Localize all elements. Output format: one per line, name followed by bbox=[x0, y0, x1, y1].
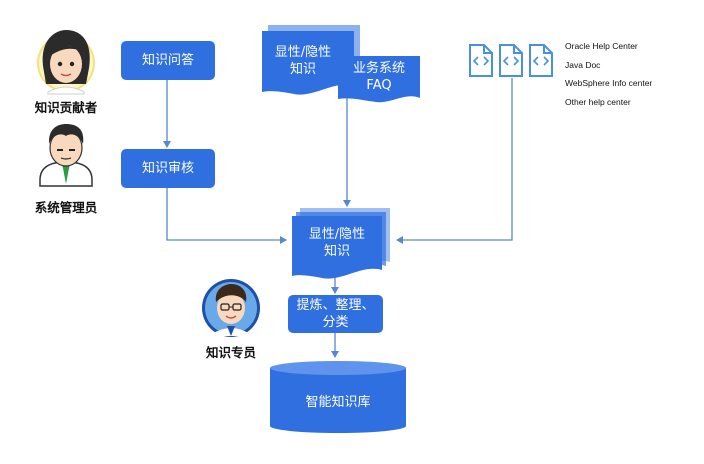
database-cylinder bbox=[270, 361, 406, 433]
specialist-label: 知识专员 bbox=[205, 345, 256, 360]
document-faq bbox=[338, 56, 420, 103]
source-item: Java Doc bbox=[565, 59, 601, 70]
faq-label: 业务系统 FAQ bbox=[352, 61, 405, 93]
specialist-avatar-icon bbox=[202, 279, 260, 337]
contributor-label: 知识贡献者 bbox=[34, 100, 98, 115]
knowledge-middle-label: 显性/隐性 知识 bbox=[308, 227, 366, 259]
database-label: 智能知识库 bbox=[305, 395, 371, 410]
knowledge-top-label: 显性/隐性 知识 bbox=[274, 45, 332, 77]
arrow-review-to-knowledge bbox=[166, 188, 287, 244]
arrow-sources-to-knowledge bbox=[396, 78, 513, 244]
external-sources-list: Oracle Help Center Java Doc WebSphere In… bbox=[565, 40, 652, 114]
code-file-icon bbox=[529, 44, 553, 77]
contributor-avatar-icon bbox=[37, 30, 95, 95]
qa-box: 知识问答 bbox=[121, 41, 215, 80]
admin-avatar-icon bbox=[39, 124, 93, 187]
document-stack-top bbox=[262, 25, 360, 95]
document-stack-middle bbox=[292, 208, 390, 279]
source-item: WebSphere Info center bbox=[565, 78, 653, 88]
admin-label: 系统管理员 bbox=[34, 200, 98, 215]
refine-box: 提炼、整理、 分类 bbox=[288, 295, 383, 333]
code-file-icon bbox=[469, 44, 493, 77]
source-item: Other help center bbox=[565, 96, 631, 107]
code-file-icon bbox=[499, 44, 523, 77]
review-box: 知识审核 bbox=[121, 149, 215, 188]
source-item: Oracle Help Center bbox=[565, 41, 638, 51]
